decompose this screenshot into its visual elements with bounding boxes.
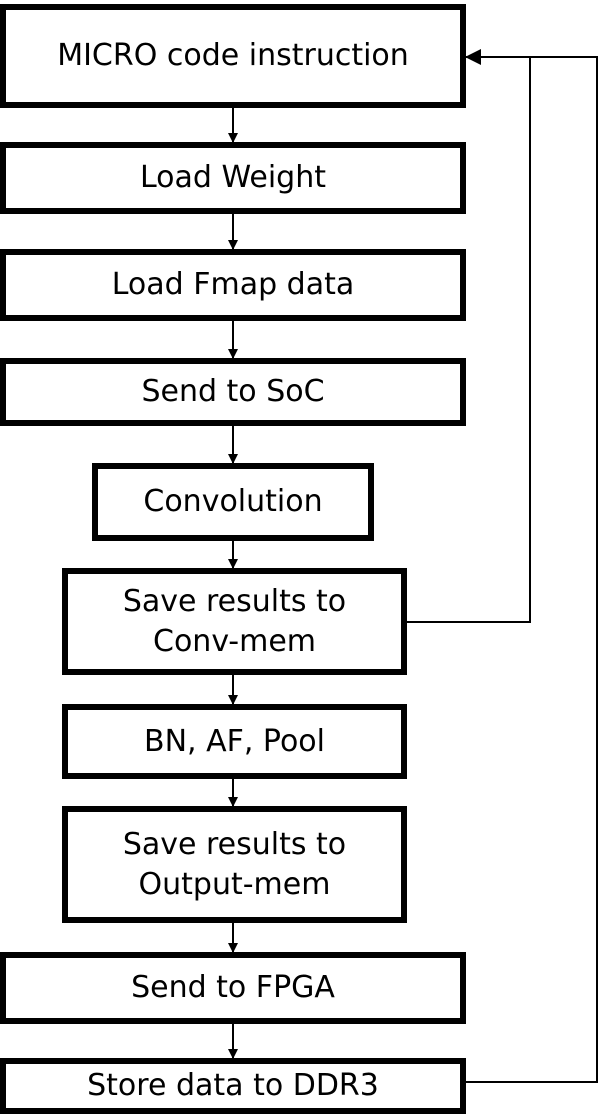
step-micro-code-instruction: MICRO code instruction — [0, 4, 466, 108]
step-convolution: Convolution — [92, 463, 374, 541]
step-load-weight: Load Weight — [0, 142, 466, 214]
step-send-to-soc: Send to SoC — [0, 358, 466, 426]
step-store-data-to-ddr3: Store data to DDR3 — [0, 1058, 466, 1114]
step-label-line-2: Conv-mem — [153, 623, 316, 659]
step-label: Load Fmap data — [111, 267, 355, 302]
step-save-results-conv-mem: Save results to Conv-mem — [62, 568, 407, 675]
step-label: BN, AF, Pool — [143, 723, 325, 759]
loop-save-conv-to-instruction — [407, 57, 531, 623]
step-label: MICRO code instruction — [57, 38, 409, 73]
step-load-fmap-data: Load Fmap data — [0, 249, 466, 321]
step-label: Store data to DDR3 — [87, 1068, 379, 1103]
step-label: Send to FPGA — [131, 970, 335, 1005]
step-send-to-fpga: Send to FPGA — [0, 952, 466, 1024]
loop-store-ddr3-to-instruction — [465, 49, 598, 1083]
step-save-results-output-mem: Save results to Output-mem — [62, 806, 407, 923]
step-label-line-1: Save results to — [122, 826, 347, 862]
step-label-line-1: Save results to — [122, 583, 347, 619]
step-label-line-2: Output-mem — [138, 866, 331, 902]
step-label: Load Weight — [139, 160, 327, 195]
step-label: Convolution — [143, 484, 323, 519]
step-bn-af-pool: BN, AF, Pool — [62, 704, 407, 779]
step-label: Send to SoC — [141, 374, 325, 409]
